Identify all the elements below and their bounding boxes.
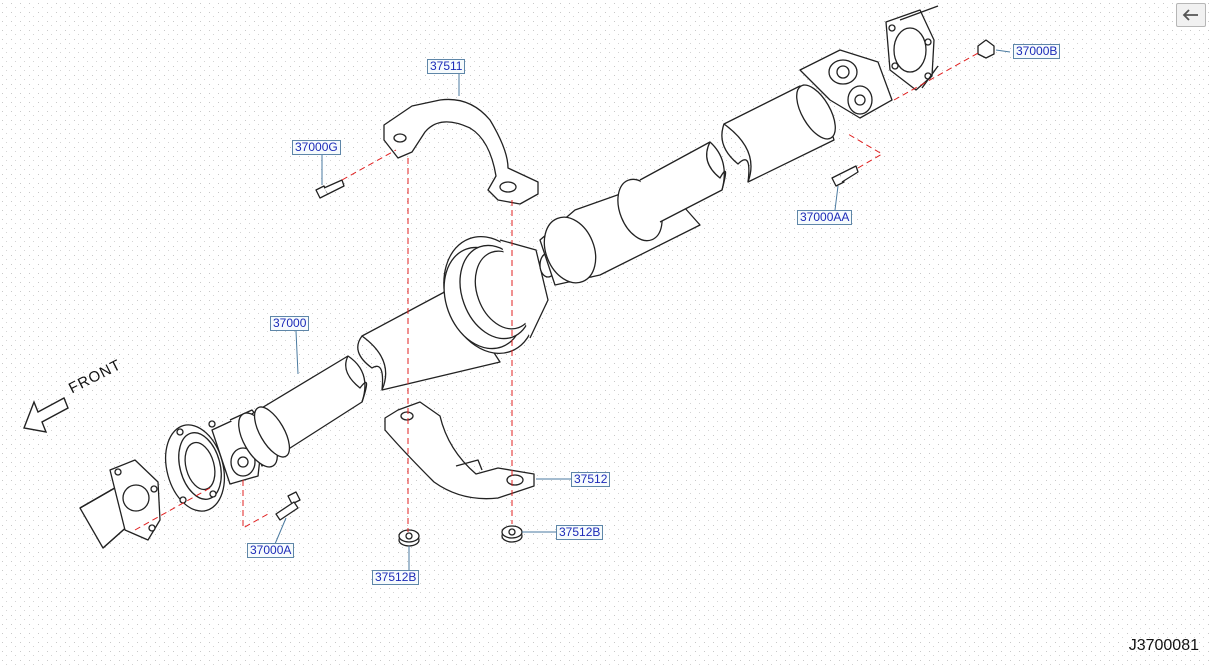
callout-37000A[interactable]: 37000A <box>247 543 295 558</box>
bolt-37000AA <box>831 165 859 187</box>
callout-37000[interactable]: 37000 <box>270 316 310 331</box>
rear-universal-joint <box>721 49 893 183</box>
lower-center-bearing-bracket <box>384 401 535 500</box>
rear-companion-flange <box>885 5 939 91</box>
callout-37000B[interactable]: 37000B <box>1013 44 1061 59</box>
diagram-code: J3700081 <box>1128 637 1199 654</box>
back-button[interactable] <box>1176 3 1206 27</box>
bolt-37000A <box>275 491 301 521</box>
nut-37512B-bottom <box>398 529 420 547</box>
assembly-dash-lines <box>134 51 981 532</box>
nut-37000B <box>977 39 995 59</box>
upper-center-bearing-bracket <box>383 98 539 205</box>
callout-leader-lines <box>274 49 1011 570</box>
rear-shaft-tube <box>539 141 727 286</box>
callout-37511[interactable]: 37511 <box>427 59 466 74</box>
front-companion-flange <box>79 459 161 549</box>
front-shaft-tube <box>238 355 368 468</box>
callout-37512B-right[interactable]: 37512B <box>556 525 604 540</box>
callout-37512[interactable]: 37512 <box>571 472 611 487</box>
callout-37000G[interactable]: 37000G <box>292 140 341 155</box>
callout-37512B-bottom[interactable]: 37512B <box>372 570 420 585</box>
front-direction-arrow-icon <box>23 397 69 433</box>
nut-37512B-right <box>501 525 523 543</box>
bolt-37000G <box>315 179 345 199</box>
arrow-left-icon <box>1182 9 1198 21</box>
callout-37000AA[interactable]: 37000AA <box>797 210 853 225</box>
